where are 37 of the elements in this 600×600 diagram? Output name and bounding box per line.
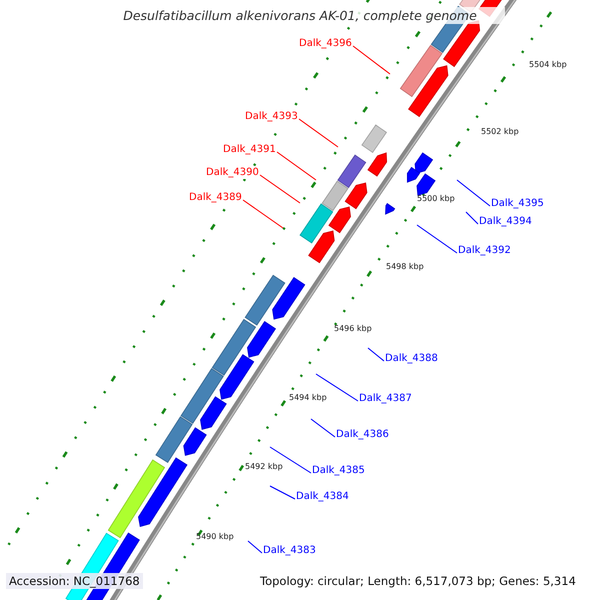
position-label: 5500 kbp [417, 194, 455, 204]
gene-label: Dalk_4392 [458, 245, 511, 257]
leader-line [456, 180, 490, 206]
leader-line [276, 152, 316, 180]
position-label: 5492 kbp [245, 462, 283, 472]
leader-line [248, 540, 262, 554]
gene-label: Dalk_4391 [223, 144, 276, 156]
leader-line [368, 348, 384, 362]
position-label: 5504 kbp [529, 60, 567, 70]
gene-label: Dalk_4394 [479, 216, 532, 228]
gene-label: Dalk_4390 [206, 167, 259, 179]
gene-label: Dalk_4386 [336, 429, 389, 441]
gene-label: Dalk_4385 [312, 465, 365, 477]
gene-label: Dalk_4389 [189, 192, 242, 204]
gene-label: Dalk_4396 [299, 38, 352, 50]
position-label: 5502 kbp [481, 127, 519, 137]
leader-line [298, 118, 338, 148]
leader-line [310, 418, 336, 438]
gene-label: Dalk_4388 [385, 353, 438, 365]
leader-line [352, 46, 390, 74]
leader-line [270, 486, 296, 500]
gene-label: Dalk_4384 [296, 491, 349, 503]
position-label: 5490 kbp [196, 532, 234, 542]
accession-text: Accession: NC_011768 [6, 573, 143, 589]
leader-line [466, 212, 478, 224]
position-label: 5494 kbp [289, 393, 327, 403]
leader-line [260, 174, 300, 204]
leader-line [316, 374, 358, 402]
gene-label: Dalk_4387 [359, 393, 412, 405]
leader-line [270, 446, 312, 474]
leader-line [242, 200, 284, 228]
position-label: 5498 kbp [386, 262, 424, 272]
leader-line [416, 224, 458, 254]
position-label: 5496 kbp [334, 324, 372, 334]
gene-label: Dalk_4383 [263, 545, 316, 557]
gene-label: Dalk_4395 [491, 198, 544, 210]
gene-label: Dalk_4393 [245, 111, 298, 123]
